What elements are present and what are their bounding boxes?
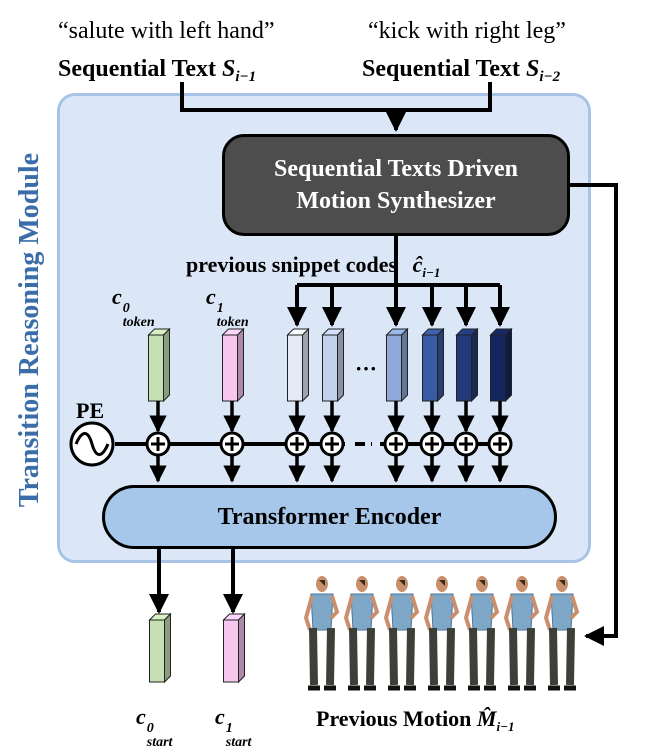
sequential-text-right: Sequential Text Si−2 <box>362 56 561 85</box>
token-0-sub: token <box>122 315 155 330</box>
pe-label: PE <box>76 398 105 423</box>
sequential-text-right-symbol: S <box>526 56 540 82</box>
output-0-sub: start <box>146 735 173 750</box>
plus-node-snippet-1-cross <box>325 437 339 451</box>
output-1-sup: 1 <box>225 721 233 736</box>
snippet-code-column-1 <box>321 327 345 403</box>
motion-figure-5 <box>503 576 540 691</box>
output-1-sub: start <box>225 735 252 750</box>
motion-figure-6 <box>543 576 580 691</box>
plus-node-token-1-cross <box>225 437 239 451</box>
plus-node-snippet-5-cross <box>493 437 507 451</box>
motion-figure-1 <box>343 576 380 691</box>
motion-figure-2 <box>383 576 420 691</box>
previous-motion-text: Previous Motion <box>316 706 472 731</box>
motion-figure-4 <box>463 576 500 691</box>
synthesizer-line-1: Sequential Texts Driven <box>273 156 519 182</box>
pe-wave-icon <box>69 421 115 467</box>
output-0-sup: 0 <box>146 721 154 736</box>
quote-right: “kick with right leg” <box>368 18 566 44</box>
snippet-code-column-3 <box>421 327 445 403</box>
sequential-text-left-subscript: i−1 <box>235 69 257 85</box>
token-1-sub: token <box>216 315 249 330</box>
snippet-codes-subscript: i−1 <box>422 265 441 280</box>
plus-node-snippet-4-cross <box>459 437 473 451</box>
snippet-code-column-4 <box>455 327 479 403</box>
output-0-symbol: c <box>136 704 146 729</box>
sequential-text-left: Sequential Text Si−1 <box>58 56 257 85</box>
previous-motion-label: Previous Motion M̂i−1 <box>316 706 515 734</box>
sequential-text-right-label: Sequential Text <box>362 56 521 82</box>
sequential-text-right-subscript: i−2 <box>539 69 561 85</box>
text-merge-connector <box>180 82 492 112</box>
output-column-0 <box>148 612 172 684</box>
snippet-codes-symbol: ĉ <box>412 252 423 277</box>
snippet-codes-label: previous snippet codes ĉi−1 <box>186 252 441 280</box>
token-0-symbol: c <box>112 284 122 309</box>
encoder-label: Transformer Encoder <box>217 503 442 530</box>
motion-output-arrow <box>570 183 618 646</box>
snippet-codes-text: previous snippet codes <box>186 252 398 277</box>
quote-left: “salute with left hand” <box>58 18 275 44</box>
motion-figure-0 <box>303 576 340 691</box>
output-column-1 <box>222 612 246 684</box>
motion-figure-3 <box>423 576 460 691</box>
plus-node-snippet-0-cross <box>290 437 304 451</box>
previous-motion-subscript: i−1 <box>496 719 515 734</box>
transformer-encoder-box: Transformer Encoder <box>102 485 557 549</box>
token-1-symbol: c <box>206 284 216 309</box>
token-0-sup: 0 <box>122 301 130 316</box>
synthesizer-line-2: Motion Synthesizer <box>296 188 496 214</box>
sequential-text-left-symbol: S <box>222 56 236 82</box>
snippet-code-column-2 <box>385 327 409 403</box>
plus-node-snippet-2-cross <box>389 437 403 451</box>
previous-motion-symbol: M̂ <box>476 706 497 731</box>
sequential-text-left-label: Sequential Text <box>58 56 217 82</box>
plus-node-token-0-cross <box>151 437 165 451</box>
token-column-0 <box>147 327 171 403</box>
plus-node-snippet-3-cross <box>425 437 439 451</box>
snippet-code-column-0 <box>286 327 310 403</box>
output-1-symbol: c <box>215 704 225 729</box>
snippet-code-column-5 <box>489 327 513 403</box>
motion-synthesizer-box: Sequential Texts Driven Motion Synthesiz… <box>222 134 570 236</box>
ellipsis: ··· <box>355 356 378 381</box>
token-column-1 <box>221 327 245 403</box>
token-1-sup: 1 <box>216 301 224 316</box>
